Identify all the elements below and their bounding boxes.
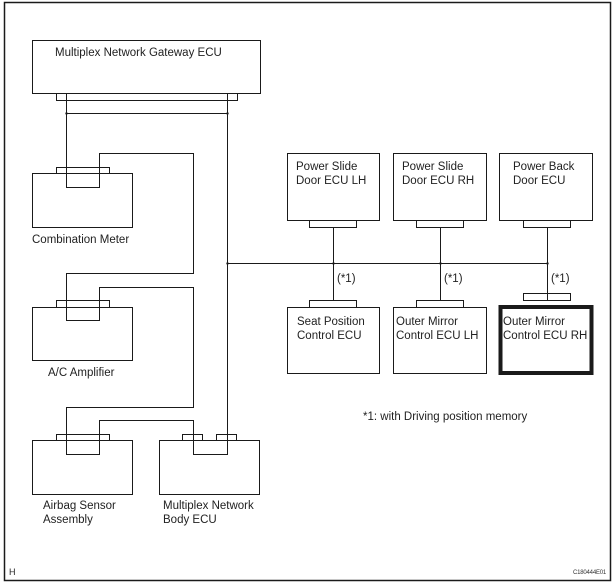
airbag-sensor-label: Airbag Sensor Assembly <box>43 499 116 527</box>
body-ecu-connector-1 <box>182 434 203 441</box>
outer-mirror-rh-box[interactable] <box>498 305 594 375</box>
ac-amplifier-label: A/C Amplifier <box>48 367 115 379</box>
psd-lh-label-line2: Door ECU LH <box>296 175 367 187</box>
pbd-connector <box>523 220 571 228</box>
footnote: *1: with Driving position memory <box>363 411 528 423</box>
body-ecu-connector-2 <box>216 434 237 441</box>
junction-dot <box>65 112 68 115</box>
junction-dot <box>439 262 442 265</box>
combination-meter-box <box>32 173 133 228</box>
seat-position-label-line2: Control ECU <box>297 330 362 342</box>
seat-position-label-line1: Seat Position <box>297 316 365 328</box>
seat-position-label: Seat Position Control ECU <box>297 315 365 343</box>
psd-rh-label: Power Slide Door ECU RH <box>402 160 474 188</box>
branch-mark-mirror-lh: (*1) <box>444 273 463 285</box>
combination-meter-connector <box>56 167 110 174</box>
branch-mark-seat: (*1) <box>337 273 356 285</box>
junction-dot <box>546 262 549 265</box>
gateway-ecu-label: Multiplex Network Gateway ECU <box>55 47 222 59</box>
outer-mirror-rh-connector <box>523 293 571 301</box>
gateway-ecu-connector <box>56 93 238 101</box>
outer-mirror-rh-label-line2: Control ECU RH <box>503 330 588 342</box>
junction-dot <box>226 262 229 265</box>
outer-frame <box>3 1 612 582</box>
psd-lh-label-line1: Power Slide <box>296 161 358 173</box>
psd-rh-label-line1: Power Slide <box>402 161 464 173</box>
figure-id: C180444E01 <box>573 570 607 576</box>
airbag-sensor-label-line1: Airbag Sensor <box>43 500 116 512</box>
body-ecu-label-line1: Multiplex Network <box>163 500 254 512</box>
branch-mark-mirror-rh: (*1) <box>551 273 570 285</box>
psd-rh-label-line2: Door ECU RH <box>402 175 475 187</box>
airbag-sensor-label-line2: Assembly <box>43 514 93 526</box>
pbd-label-line1: Power Back <box>513 161 575 173</box>
body-ecu-label: Multiplex Network Body ECU <box>163 499 254 527</box>
psd-lh-connector <box>309 220 357 228</box>
pbd-label-line2: Door ECU <box>513 175 566 187</box>
outer-mirror-rh-label: Outer Mirror Control ECU RH <box>503 315 587 343</box>
airbag-sensor-connector <box>56 434 110 441</box>
body-ecu-box <box>159 440 260 495</box>
gateway-bus-wire <box>66 93 228 455</box>
seat-position-connector <box>309 300 357 308</box>
outer-mirror-lh-connector <box>416 300 464 308</box>
body-ecu-label-line2: Body ECU <box>163 514 217 526</box>
ac-amplifier-box <box>32 307 133 361</box>
combination-meter-label: Combination Meter <box>32 234 130 246</box>
outer-mirror-lh-label: Outer Mirror Control ECU LH <box>396 315 478 343</box>
corner-letter: H <box>9 567 16 577</box>
junction-dot <box>332 262 335 265</box>
outer-mirror-lh-label-line1: Outer Mirror <box>396 316 458 328</box>
psd-lh-label: Power Slide Door ECU LH <box>296 160 366 188</box>
pbd-label: Power Back Door ECU <box>513 160 574 188</box>
outer-mirror-rh-label-line1: Outer Mirror <box>503 316 565 328</box>
outer-mirror-lh-label-line2: Control ECU LH <box>396 330 479 342</box>
airbag-sensor-box <box>32 440 133 495</box>
ac-amplifier-connector <box>56 300 110 308</box>
psd-rh-connector <box>416 220 464 228</box>
junction-dot <box>226 112 229 115</box>
